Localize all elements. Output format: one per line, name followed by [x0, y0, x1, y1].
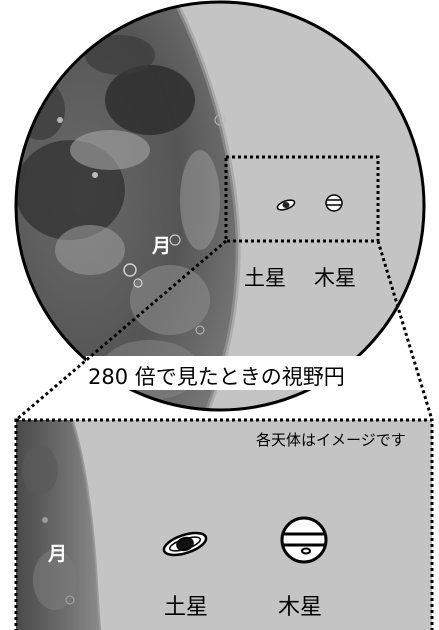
moon-label-top: 月	[151, 235, 171, 257]
eyepiece-view: 月 土星 木星	[14, 0, 426, 412]
connector-left	[15, 239, 227, 422]
connector-right	[376, 240, 434, 421]
jupiter-label-top: 木星	[314, 266, 356, 290]
caption-background	[86, 356, 384, 390]
eyepiece-rim	[14, 0, 426, 412]
saturn-label-top: 土星	[244, 266, 286, 290]
saturn-small-icon	[276, 199, 296, 211]
jupiter-large-icon	[280, 516, 328, 564]
jupiter-small-icon	[325, 194, 343, 212]
saturn-large-icon	[162, 531, 208, 557]
jupiter-label-zoom: 木星	[278, 595, 322, 620]
zoomed-panel: 各天体はイメージです 月 土星 木星	[14, 418, 434, 630]
field-of-view-caption: 280 倍で見たときの視野円	[88, 365, 345, 389]
note-label: 各天体はイメージです	[256, 431, 406, 449]
saturn-label-zoom: 土星	[164, 595, 208, 620]
zoom-region-box	[224, 155, 380, 243]
moon-label-zoom: 月	[47, 543, 67, 565]
